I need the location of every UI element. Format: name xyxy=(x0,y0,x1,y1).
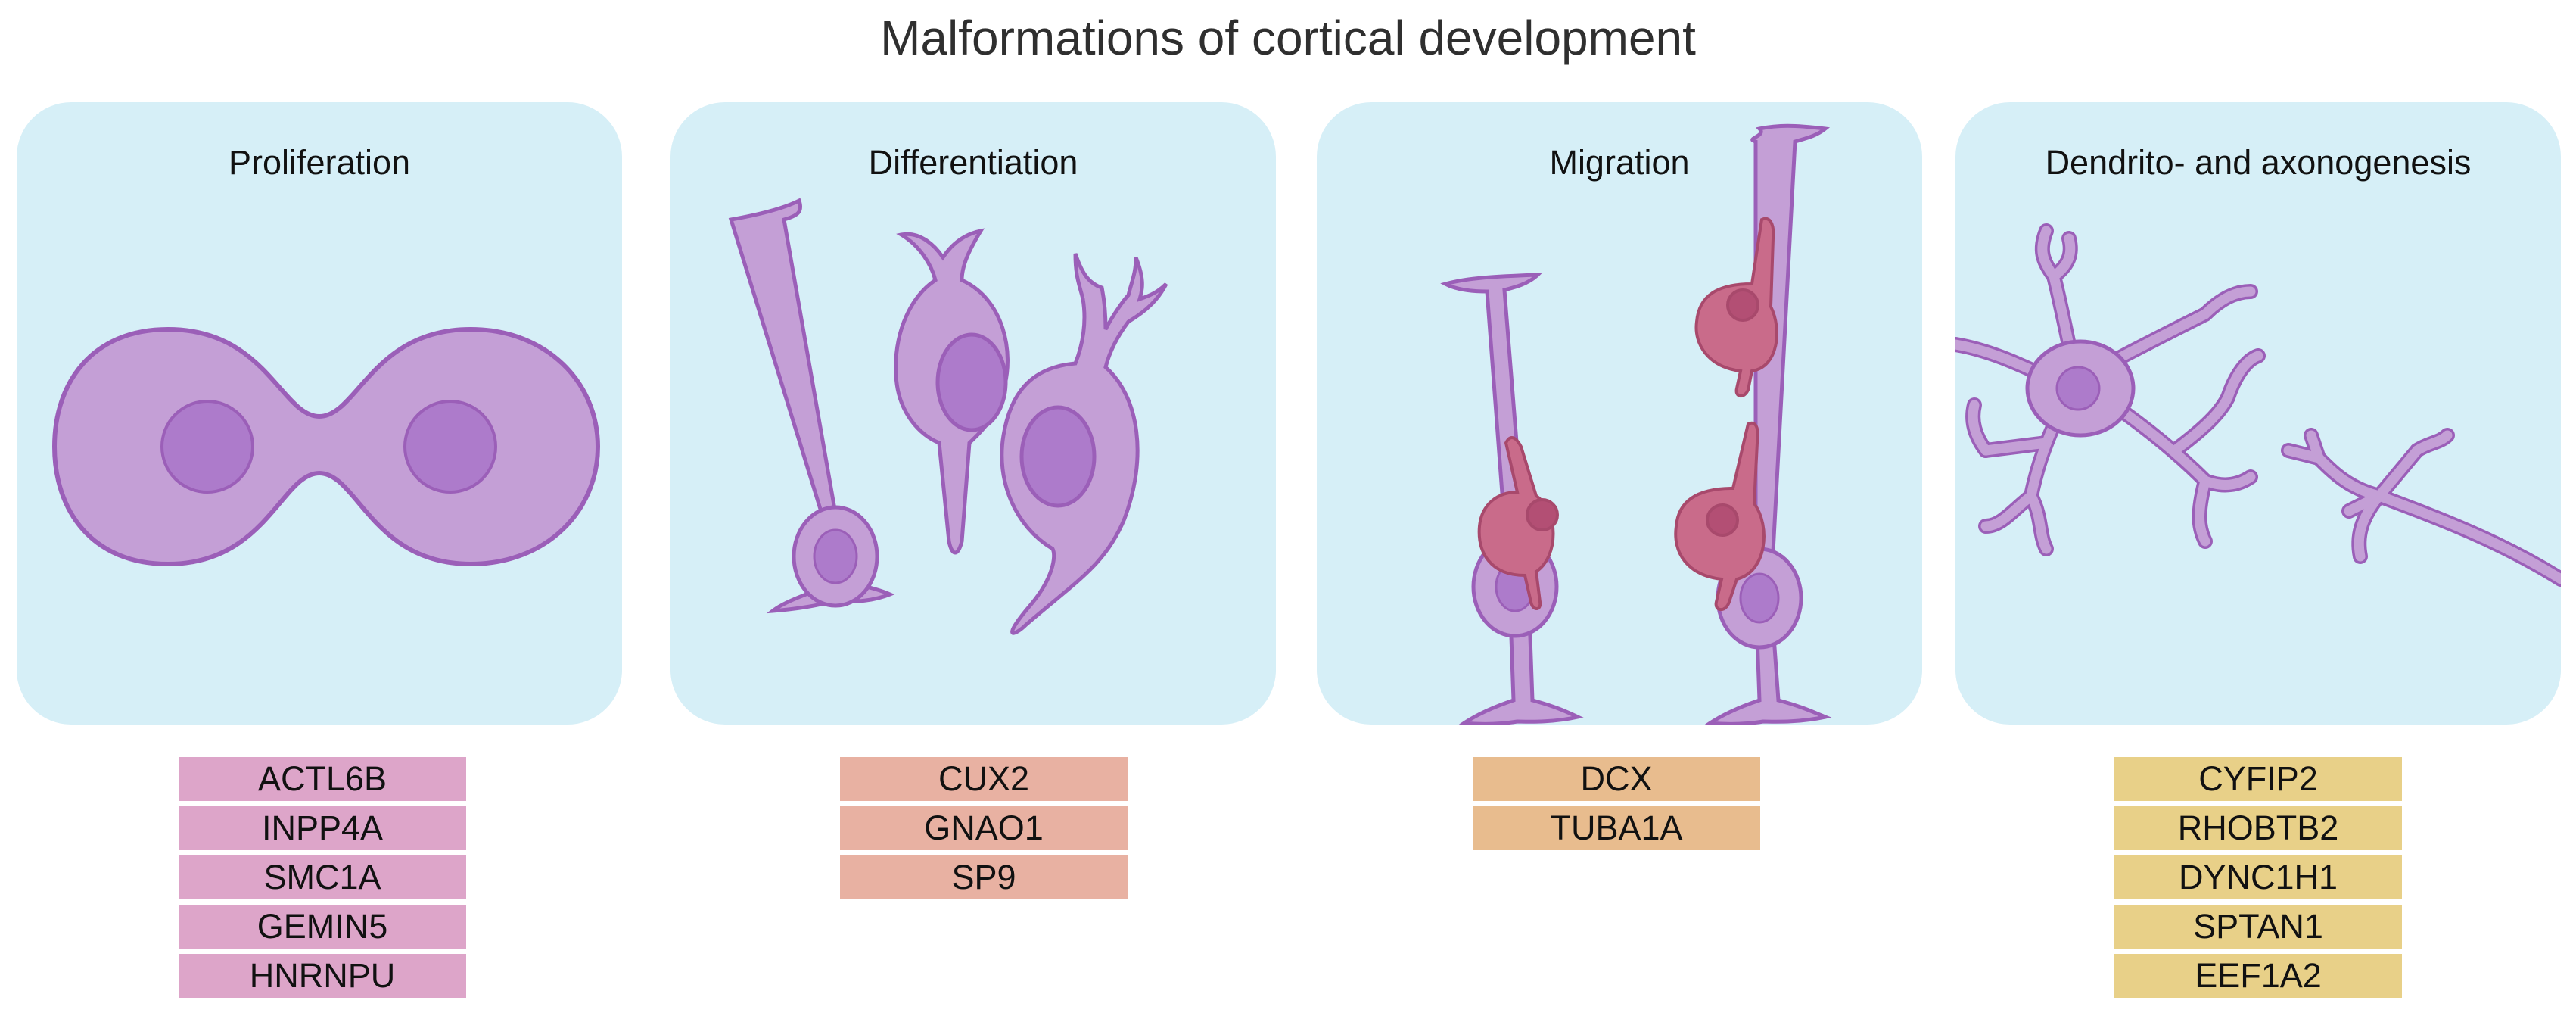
gene-label: INPP4A xyxy=(179,806,466,850)
differentiating-cells-illustration xyxy=(728,198,1168,635)
neuron-growth-illustration xyxy=(1955,223,2561,587)
gene-label: ACTL6B xyxy=(179,757,466,801)
panel-title-axonogenesis: Dendrito- and axonogenesis xyxy=(2045,143,2472,182)
gene-list-proliferation: ACTL6B INPP4A SMC1A GEMIN5 HNRNPU xyxy=(179,757,466,998)
gene-list-axonogenesis: CYFIP2 RHOBTB2 DYNC1H1 SPTAN1 EEF1A2 xyxy=(2114,757,2402,998)
panel-title-migration: Migration xyxy=(1549,143,1690,182)
gene-label: SP9 xyxy=(840,855,1128,899)
panel-migration: Migration xyxy=(1317,102,1922,725)
gene-label: EEF1A2 xyxy=(2114,954,2402,998)
dividing-cell-illustration xyxy=(51,326,601,567)
gene-label: CYFIP2 xyxy=(2114,757,2402,801)
panel-title-differentiation: Differentiation xyxy=(868,143,1078,182)
panel-proliferation: Proliferation xyxy=(17,102,622,725)
gene-label: SPTAN1 xyxy=(2114,905,2402,949)
gene-label: GEMIN5 xyxy=(179,905,466,949)
gene-label: RHOBTB2 xyxy=(2114,806,2402,850)
gene-list-differentiation: CUX2 GNAO1 SP9 xyxy=(840,757,1128,899)
gene-label: CUX2 xyxy=(840,757,1128,801)
gene-label: DYNC1H1 xyxy=(2114,855,2402,899)
panel-title-proliferation: Proliferation xyxy=(228,143,411,182)
gene-label: DCX xyxy=(1473,757,1760,801)
gene-label: GNAO1 xyxy=(840,806,1128,850)
gene-list-migration: DCX TUBA1A xyxy=(1473,757,1760,850)
panel-differentiation: Differentiation xyxy=(670,102,1276,725)
panel-axonogenesis: Dendrito- and axonogenesis xyxy=(1955,102,2561,725)
figure-title: Malformations of cortical development xyxy=(880,11,1696,65)
gene-label: SMC1A xyxy=(179,855,466,899)
gene-label: TUBA1A xyxy=(1473,806,1760,850)
migrating-neurons-illustration xyxy=(1440,123,1832,725)
gene-label: HNRNPU xyxy=(179,954,466,998)
